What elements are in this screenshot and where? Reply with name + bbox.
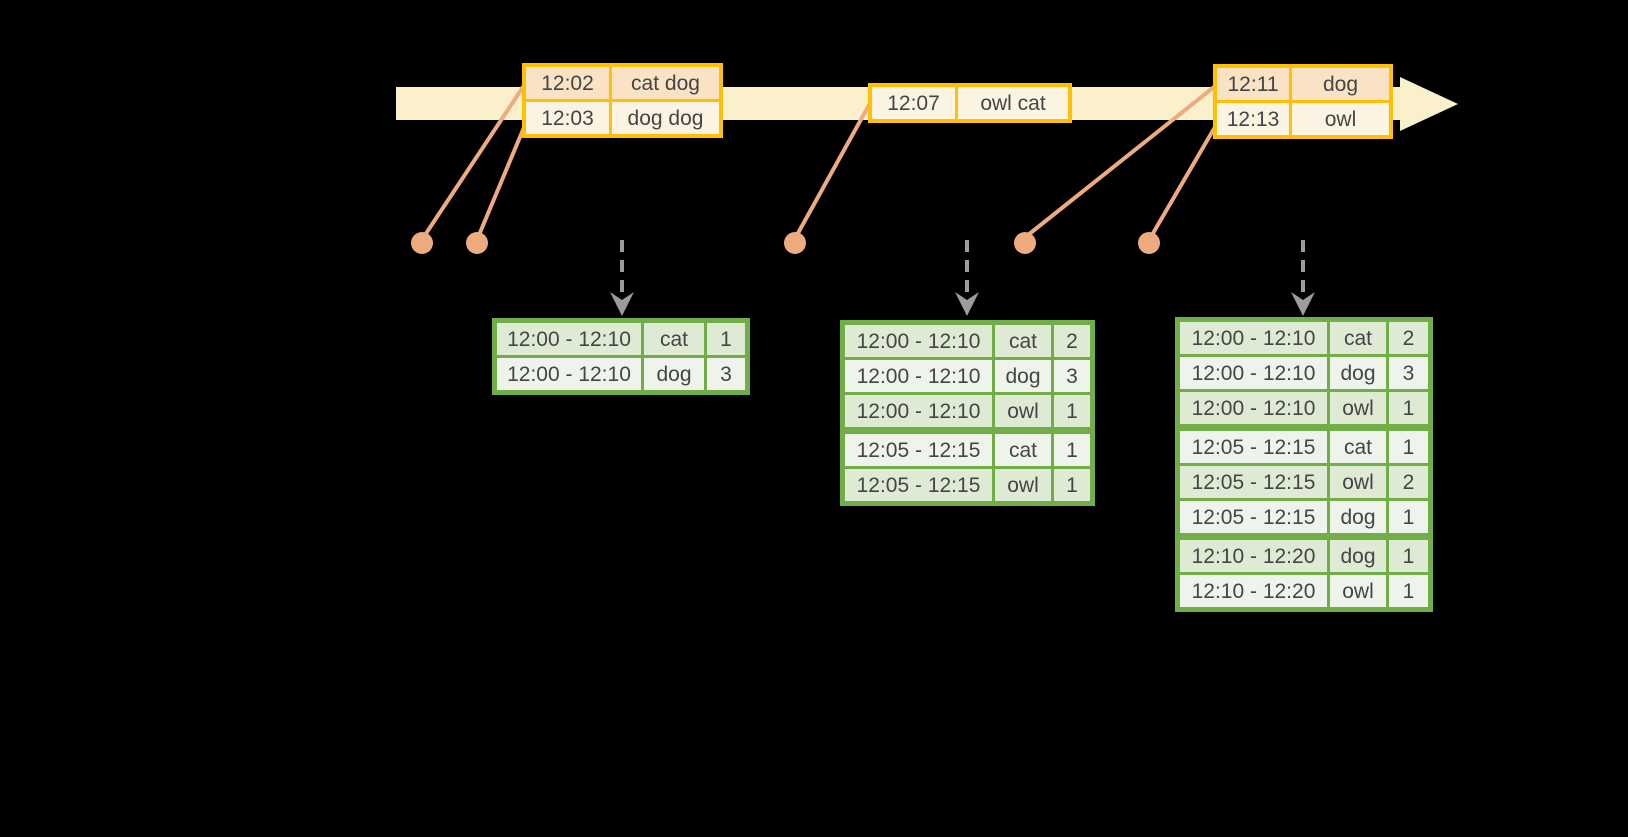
event-time-cell: 12:11 bbox=[1217, 68, 1289, 100]
event-words-cell: owl bbox=[1292, 103, 1389, 135]
window-cell: 12:05 - 12:15 bbox=[1180, 431, 1327, 463]
window-cell: 12:00 - 12:10 bbox=[1180, 322, 1327, 354]
word-cell: cat bbox=[995, 434, 1051, 466]
count-cell: 2 bbox=[1054, 325, 1090, 357]
word-cell: owl bbox=[1330, 575, 1386, 607]
word-cell: owl bbox=[1330, 466, 1386, 498]
word-cell: dog bbox=[1330, 501, 1386, 533]
word-cell: dog bbox=[1330, 540, 1386, 572]
word-cell: cat bbox=[1330, 322, 1386, 354]
count-cell: 2 bbox=[1389, 322, 1428, 354]
arrow-down-icon bbox=[955, 292, 979, 316]
connector-line-1213 bbox=[1150, 125, 1217, 237]
word-cell: dog bbox=[644, 358, 704, 390]
word-cell: dog bbox=[1330, 357, 1386, 389]
count-cell: 3 bbox=[1389, 357, 1428, 389]
word-cell: cat bbox=[995, 325, 1051, 357]
event-dots bbox=[411, 232, 1160, 254]
word-cell: owl bbox=[995, 469, 1051, 501]
count-cell: 3 bbox=[707, 358, 745, 390]
event-time-cell: 12:07 bbox=[872, 87, 955, 119]
window-cell: 12:00 - 12:10 bbox=[497, 323, 641, 355]
event-time-cell: 12:02 bbox=[526, 67, 609, 99]
window-cell: 12:00 - 12:10 bbox=[845, 325, 992, 357]
connector-line-1207 bbox=[795, 103, 871, 237]
window-cell: 12:00 - 12:10 bbox=[1180, 357, 1327, 389]
window-cell: 12:00 - 12:10 bbox=[845, 395, 992, 427]
event-dot-1203 bbox=[466, 232, 488, 254]
count-cell: 1 bbox=[1054, 395, 1090, 427]
count-cell: 1 bbox=[1054, 434, 1090, 466]
timeline-arrowhead-icon bbox=[1400, 77, 1458, 131]
word-cell: cat bbox=[644, 323, 704, 355]
connector-line-1203 bbox=[477, 123, 527, 237]
event-dot-1213 bbox=[1138, 232, 1160, 254]
count-cell: 1 bbox=[1389, 431, 1428, 463]
count-cell: 3 bbox=[1054, 360, 1090, 392]
event-dot-1207 bbox=[784, 232, 806, 254]
count-cell: 1 bbox=[1389, 501, 1428, 533]
window-cell: 12:00 - 12:10 bbox=[497, 358, 641, 390]
count-cell: 1 bbox=[707, 323, 745, 355]
window-cell: 12:05 - 12:15 bbox=[845, 434, 992, 466]
window-cell: 12:05 - 12:15 bbox=[1180, 501, 1327, 533]
count-cell: 1 bbox=[1389, 540, 1428, 572]
count-cell: 1 bbox=[1389, 392, 1428, 424]
word-cell: owl bbox=[1330, 392, 1386, 424]
window-cell: 12:05 - 12:15 bbox=[845, 469, 992, 501]
event-words-cell: owl cat bbox=[958, 87, 1068, 119]
count-cell: 1 bbox=[1054, 469, 1090, 501]
event-words-cell: dog bbox=[1292, 68, 1389, 100]
event-dot-1202 bbox=[411, 232, 433, 254]
count-cell: 2 bbox=[1389, 466, 1428, 498]
arrow-down-icon bbox=[1291, 292, 1315, 316]
word-cell: cat bbox=[1330, 431, 1386, 463]
event-dot-1211 bbox=[1014, 232, 1036, 254]
dashed-arrows bbox=[610, 240, 1315, 316]
window-cell: 12:10 - 12:20 bbox=[1180, 575, 1327, 607]
word-cell: owl bbox=[995, 395, 1051, 427]
arrow-down-icon bbox=[610, 292, 634, 316]
window-cell: 12:00 - 12:10 bbox=[845, 360, 992, 392]
count-cell: 1 bbox=[1389, 575, 1428, 607]
event-time-cell: 12:03 bbox=[526, 102, 609, 134]
word-cell: dog bbox=[995, 360, 1051, 392]
window-cell: 12:10 - 12:20 bbox=[1180, 540, 1327, 572]
event-words-cell: dog dog bbox=[612, 102, 719, 134]
event-time-cell: 12:13 bbox=[1217, 103, 1289, 135]
window-cell: 12:05 - 12:15 bbox=[1180, 466, 1327, 498]
event-words-cell: cat dog bbox=[612, 67, 719, 99]
window-cell: 12:00 - 12:10 bbox=[1180, 392, 1327, 424]
